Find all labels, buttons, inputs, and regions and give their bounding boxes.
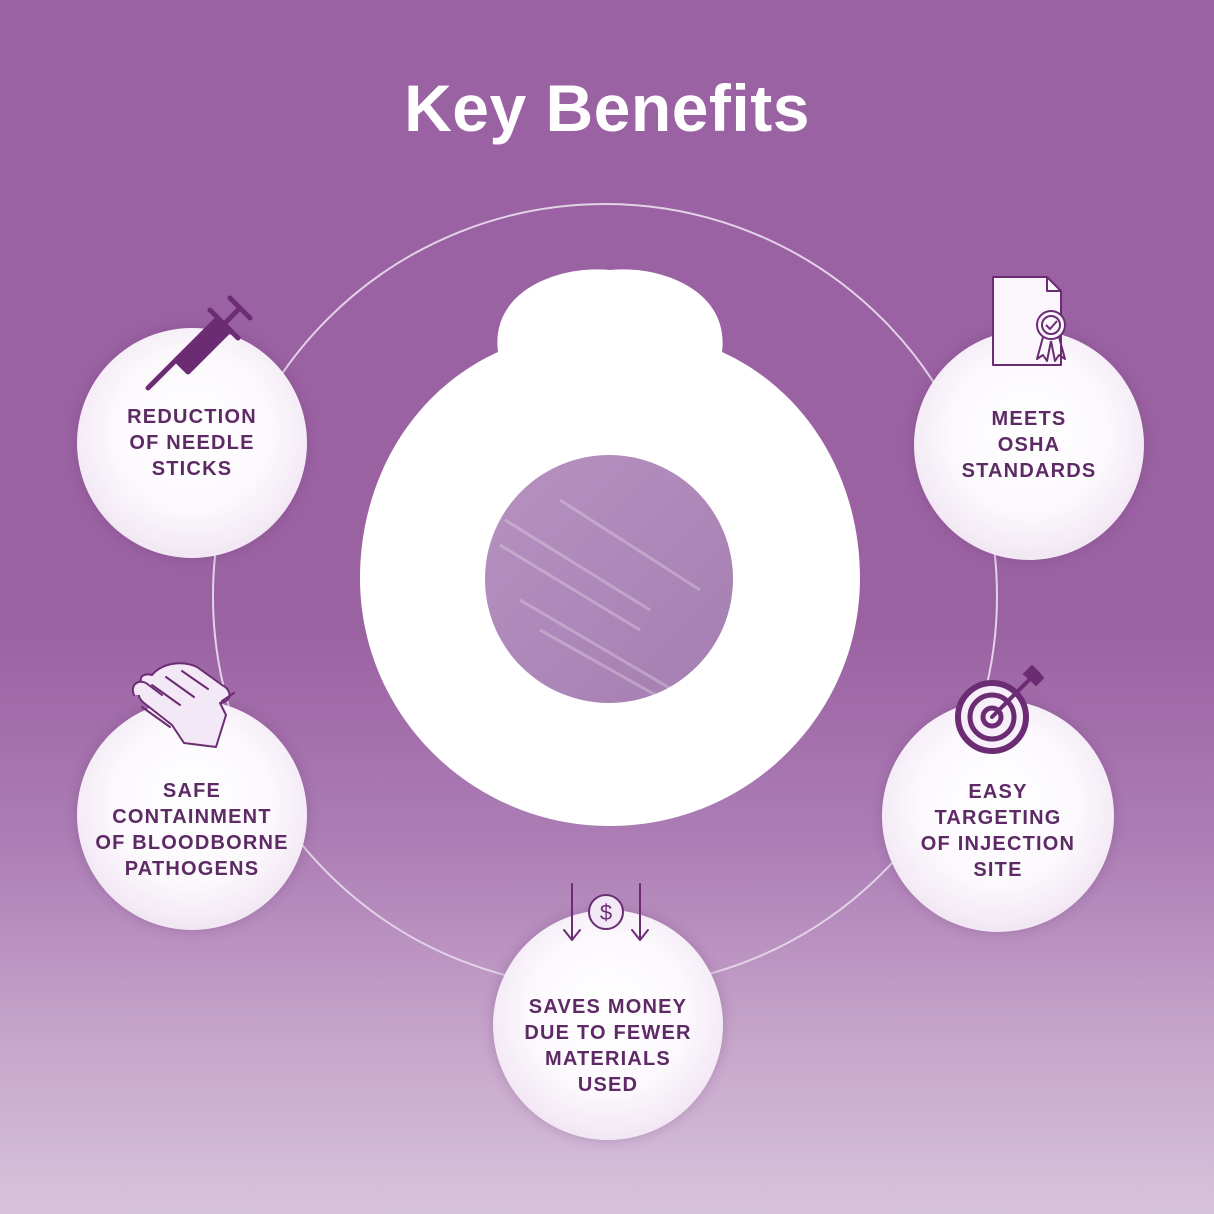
svg-text:$: $ [600,900,612,925]
certificate-icon [992,276,1066,366]
benefit-label: SAVES MONEY DUE TO FEWER MATERIALS USED [524,996,692,1096]
benefit-bubble-saves-money: SAVES MONEY DUE TO FEWER MATERIALS USED [493,910,723,1140]
money-savings-icon: $ [563,883,649,941]
benefit-label: MEETS OSHA STANDARDS [961,408,1097,482]
target-icon [955,664,1045,754]
benefit-bubble-osha: MEETS OSHA STANDARDS [914,330,1144,560]
transparent-window [485,455,733,703]
syringe-icon [145,295,253,391]
window-glare [499,498,701,722]
benefit-label: EASY TARGETING OF INJECTION SITE [920,781,1076,881]
benefit-label: SAFE CONTAINMENT OF BLOODBORNE PATHOGENS [95,780,289,880]
benefit-label: REDUCTION OF NEEDLE STICKS [127,406,257,480]
page-title: Key Benefits [404,71,810,145]
gloves-icon [132,662,235,748]
